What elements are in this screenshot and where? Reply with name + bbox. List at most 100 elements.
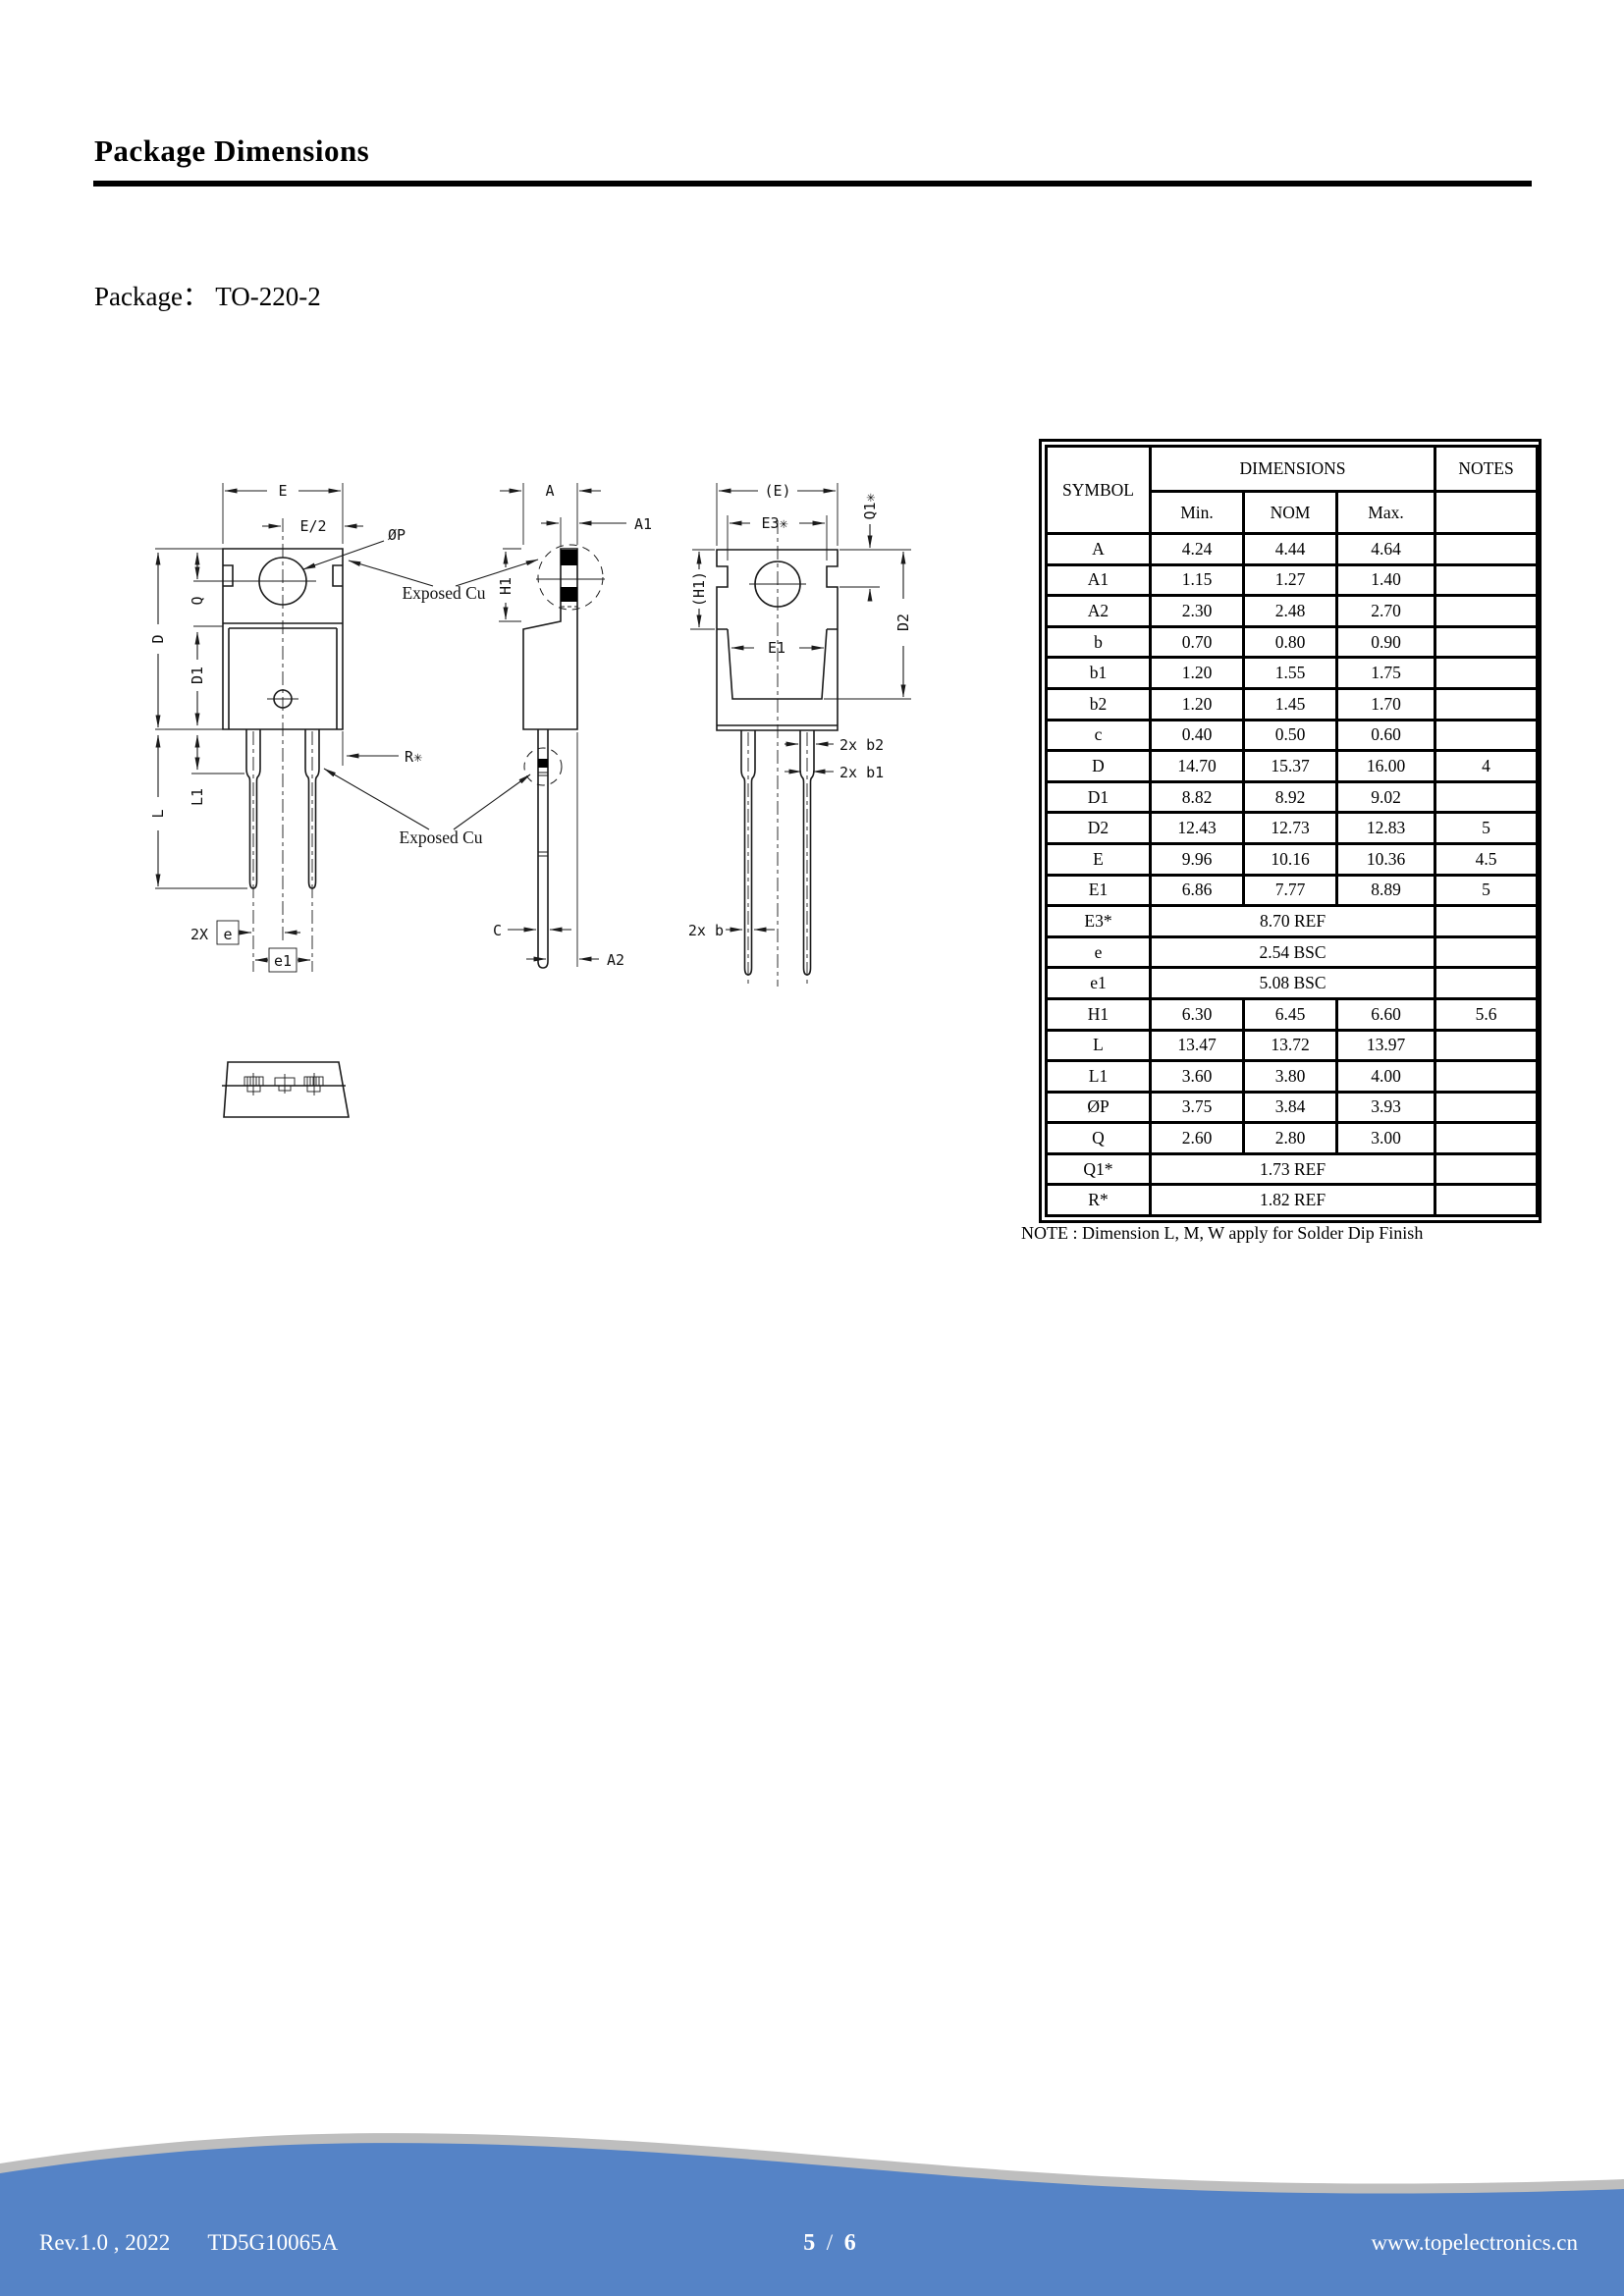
side-view: A A1 H1 C A2 (493, 482, 652, 969)
dim-H1-ref: (H1) (690, 571, 708, 607)
footer-part-number: TD5G10065A (207, 2230, 339, 2255)
table-cell: E3* (1045, 904, 1152, 938)
table-cell: 4.5 (1434, 841, 1540, 877)
table-cell: D1 (1045, 779, 1152, 815)
table-cell: 1.55 (1242, 656, 1338, 690)
dim-H1: H1 (497, 577, 514, 595)
dim-e: e (223, 926, 232, 943)
table-cell (1434, 966, 1540, 1000)
table-cell: 6.60 (1334, 996, 1437, 1032)
dim-D1: D1 (189, 667, 206, 684)
table-cell: 2.48 (1242, 594, 1338, 628)
dim-phiP: ØP (388, 526, 406, 544)
dim-R: R✳ (405, 748, 422, 766)
package-drawing: E E/2 ØP D Q D1 L L1 R✳ 2X e e1 Exposed … (149, 482, 912, 1118)
table-row: R*1.82 REF (1045, 1183, 1540, 1218)
dim-C: C (493, 922, 502, 939)
table-cell: 0.80 (1242, 624, 1338, 660)
lead-left-back (740, 730, 756, 976)
page-total: 6 (843, 2230, 856, 2256)
footer-revision: Rev.1.0 , 2022 TD5G10065A (39, 2230, 338, 2256)
table-cell: 1.45 (1242, 686, 1338, 721)
table-cell: 13.47 (1149, 1028, 1245, 1063)
table-cell: 1.15 (1149, 562, 1245, 598)
table-cell: 2.80 (1242, 1121, 1338, 1155)
dim-A: A (545, 482, 554, 500)
footer-wave (0, 2133, 1624, 2296)
table-cell: 3.00 (1334, 1121, 1437, 1155)
table-cell: 5 (1434, 873, 1540, 908)
table-cell: 3.84 (1242, 1090, 1338, 1125)
table-cell: H1 (1045, 996, 1152, 1032)
table-cell: 9.02 (1334, 779, 1437, 815)
exposed-cu-area-1 (561, 550, 577, 565)
table-cell: 1.20 (1149, 656, 1245, 690)
table-cell (1434, 532, 1540, 566)
dim-E3: E3✳ (761, 514, 787, 532)
table-cell: e1 (1045, 966, 1152, 1000)
table-cell: Q1* (1045, 1151, 1152, 1187)
detail-circle-lead (523, 747, 563, 786)
table-header-row-2: Min. NOM Max. (1047, 490, 1540, 535)
col-header-notes-empty (1434, 490, 1540, 535)
table-cell: A1 (1045, 562, 1152, 598)
table-cell (1434, 624, 1540, 660)
col-header-notes: NOTES (1434, 445, 1540, 493)
table-cell: 4.00 (1334, 1059, 1437, 1094)
table-cell: 4.44 (1242, 532, 1338, 566)
dim-b1: 2x b1 (839, 764, 884, 781)
dim-A2: A2 (607, 951, 624, 969)
table-cell: 3.60 (1149, 1059, 1245, 1094)
table-cell: L1 (1045, 1059, 1152, 1094)
footer-rev-text: Rev.1.0 , 2022 (39, 2230, 171, 2255)
table-cell: b (1045, 624, 1152, 660)
table-cell: 5 (1434, 811, 1540, 845)
lead-side (537, 729, 549, 969)
table-cell: 0.90 (1334, 624, 1437, 660)
table-cell: 2.54 BSC (1148, 934, 1437, 970)
table-cell: 5.6 (1434, 996, 1540, 1032)
dim-E2: E/2 (299, 517, 326, 535)
table-cell: ØP (1045, 1090, 1152, 1125)
table-cell: 16.00 (1334, 749, 1437, 783)
exposed-cu-top-label: Exposed Cu (402, 583, 485, 603)
page-current: 5 (803, 2230, 816, 2256)
table-cell: 10.16 (1242, 841, 1338, 877)
table-cell (1434, 1028, 1540, 1063)
table-cell: 8.82 (1149, 779, 1245, 815)
table-cell (1434, 718, 1540, 753)
table-cell: D (1045, 749, 1152, 783)
dim-D: D (149, 634, 167, 643)
table-cell: 12.83 (1334, 811, 1437, 845)
bottom-view (222, 1061, 350, 1118)
table-cell: 1.70 (1334, 686, 1437, 721)
table-cell (1434, 904, 1540, 938)
table-cell: 5.08 BSC (1148, 966, 1437, 1000)
table-cell: 3.93 (1334, 1090, 1437, 1125)
col-header-max: Max. (1334, 490, 1437, 535)
table-cell: 15.37 (1242, 749, 1338, 783)
table-cell: 4 (1434, 749, 1540, 783)
table-cell: c (1045, 718, 1152, 753)
table-note: NOTE : Dimension L, M, W apply for Solde… (1021, 1223, 1424, 1243)
back-view: (E) E3✳ Q1✳ (H1) E1 D2 2x b2 2x b1 2x b (688, 482, 912, 987)
package-name: Package： TO-220-2 (94, 282, 321, 311)
table-cell: E1 (1045, 873, 1152, 908)
table-cell: 6.45 (1242, 996, 1338, 1032)
table-cell: b2 (1045, 686, 1152, 721)
table-cell (1434, 1090, 1540, 1125)
table-cell: 0.50 (1242, 718, 1338, 753)
table-cell: A (1045, 532, 1152, 566)
table-cell: 1.27 (1242, 562, 1338, 598)
table-header-row-1: SYMBOL DIMENSIONS NOTES (1045, 445, 1540, 535)
